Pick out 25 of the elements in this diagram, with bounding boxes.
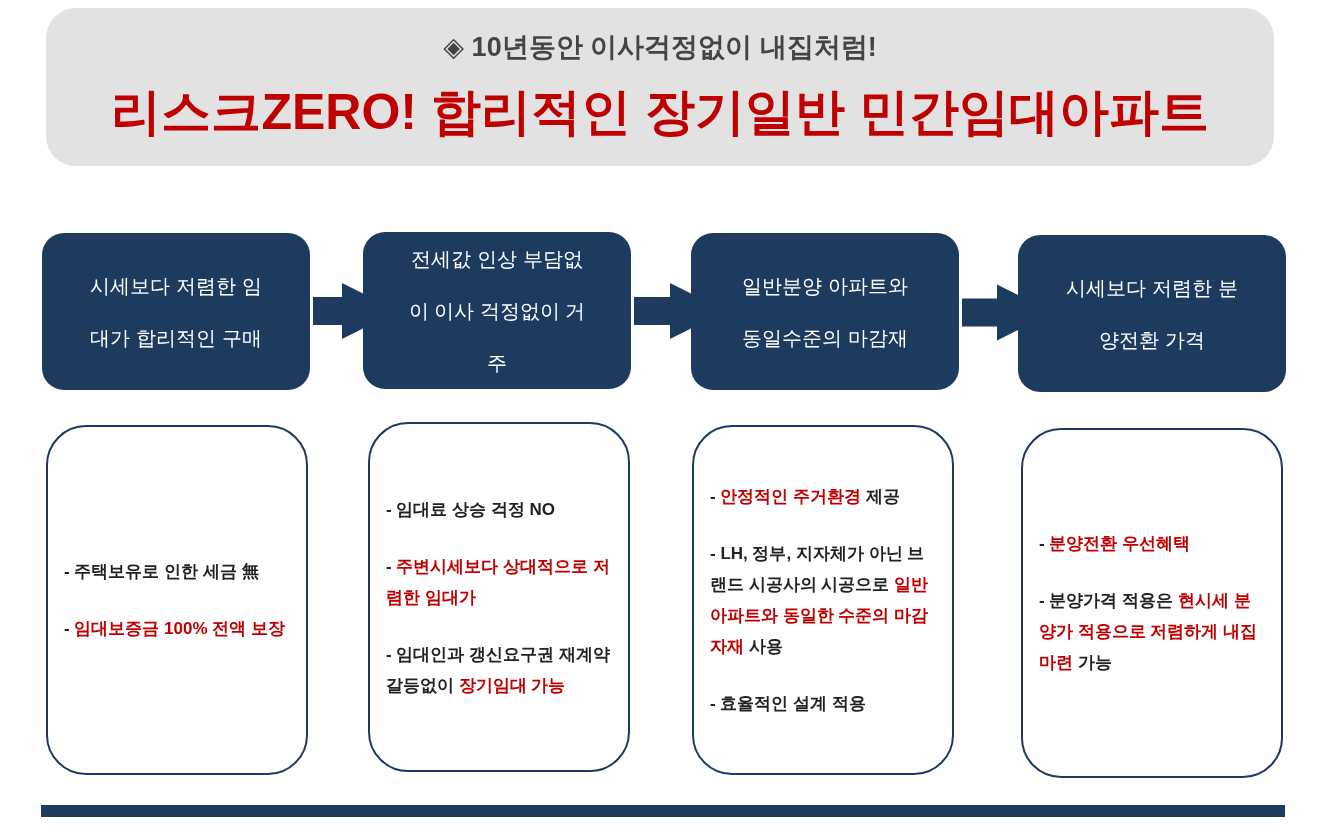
step-box [42,233,310,390]
heading: 리스크ZERO! 합리적인 장기일반 민간임대아파트 [111,82,1209,142]
step-text: 일반분양 아파트와 동일수준의 마감재 [741,273,909,351]
bullet-text: - 임대보증금 100% 전액 보장 [64,618,287,640]
bullet-text: - 효율적인 설계 적용 [710,693,867,715]
bullet-text: - 임대료 상승 걱정 NO [386,498,557,521]
subheading: ◈ 10년동안 이사걱정없이 내집처럼! [443,30,877,64]
bullet-text: - 분양가격 적용은 현시세 분양가 적용으로 저렴하게 내집 마련 가능 [1039,590,1259,674]
step-text: 전세값 인상 부담없이 이사 걱정없이 거주 [407,246,587,376]
title-banner [46,8,1274,166]
step-text: 시세보다 저렴한 임대가 합리적인 구매 [89,273,263,351]
bullet-text: - 임대인과 갱신요구권 재계약 갈등없이 장기임대 가능 [386,643,611,697]
step-text: 시세보다 저렴한 분양전환 가격 [1065,275,1239,353]
step-box [1018,235,1286,392]
step-box [363,232,631,389]
detail-card [692,425,954,775]
bullet-text: - 안정적인 주거환경 제공 [710,486,901,508]
detail-card [1021,428,1283,778]
step-box [691,233,959,390]
bullet-text: - 분양전환 우선혜택 [1039,533,1192,555]
detail-card [368,422,630,772]
bullet-text: - 주택보유로 인한 세금 無 [64,561,260,583]
detail-card [46,425,308,775]
bullet-text: - LH, 정부, 지자체가 아닌 브랜드 시공사의 시공으로 일반 아파트와 동일한 수준의 마감자재 사용 [710,543,930,658]
bullet-text: - 주변시세보다 상대적으로 저렴한 임대가 [386,555,611,609]
